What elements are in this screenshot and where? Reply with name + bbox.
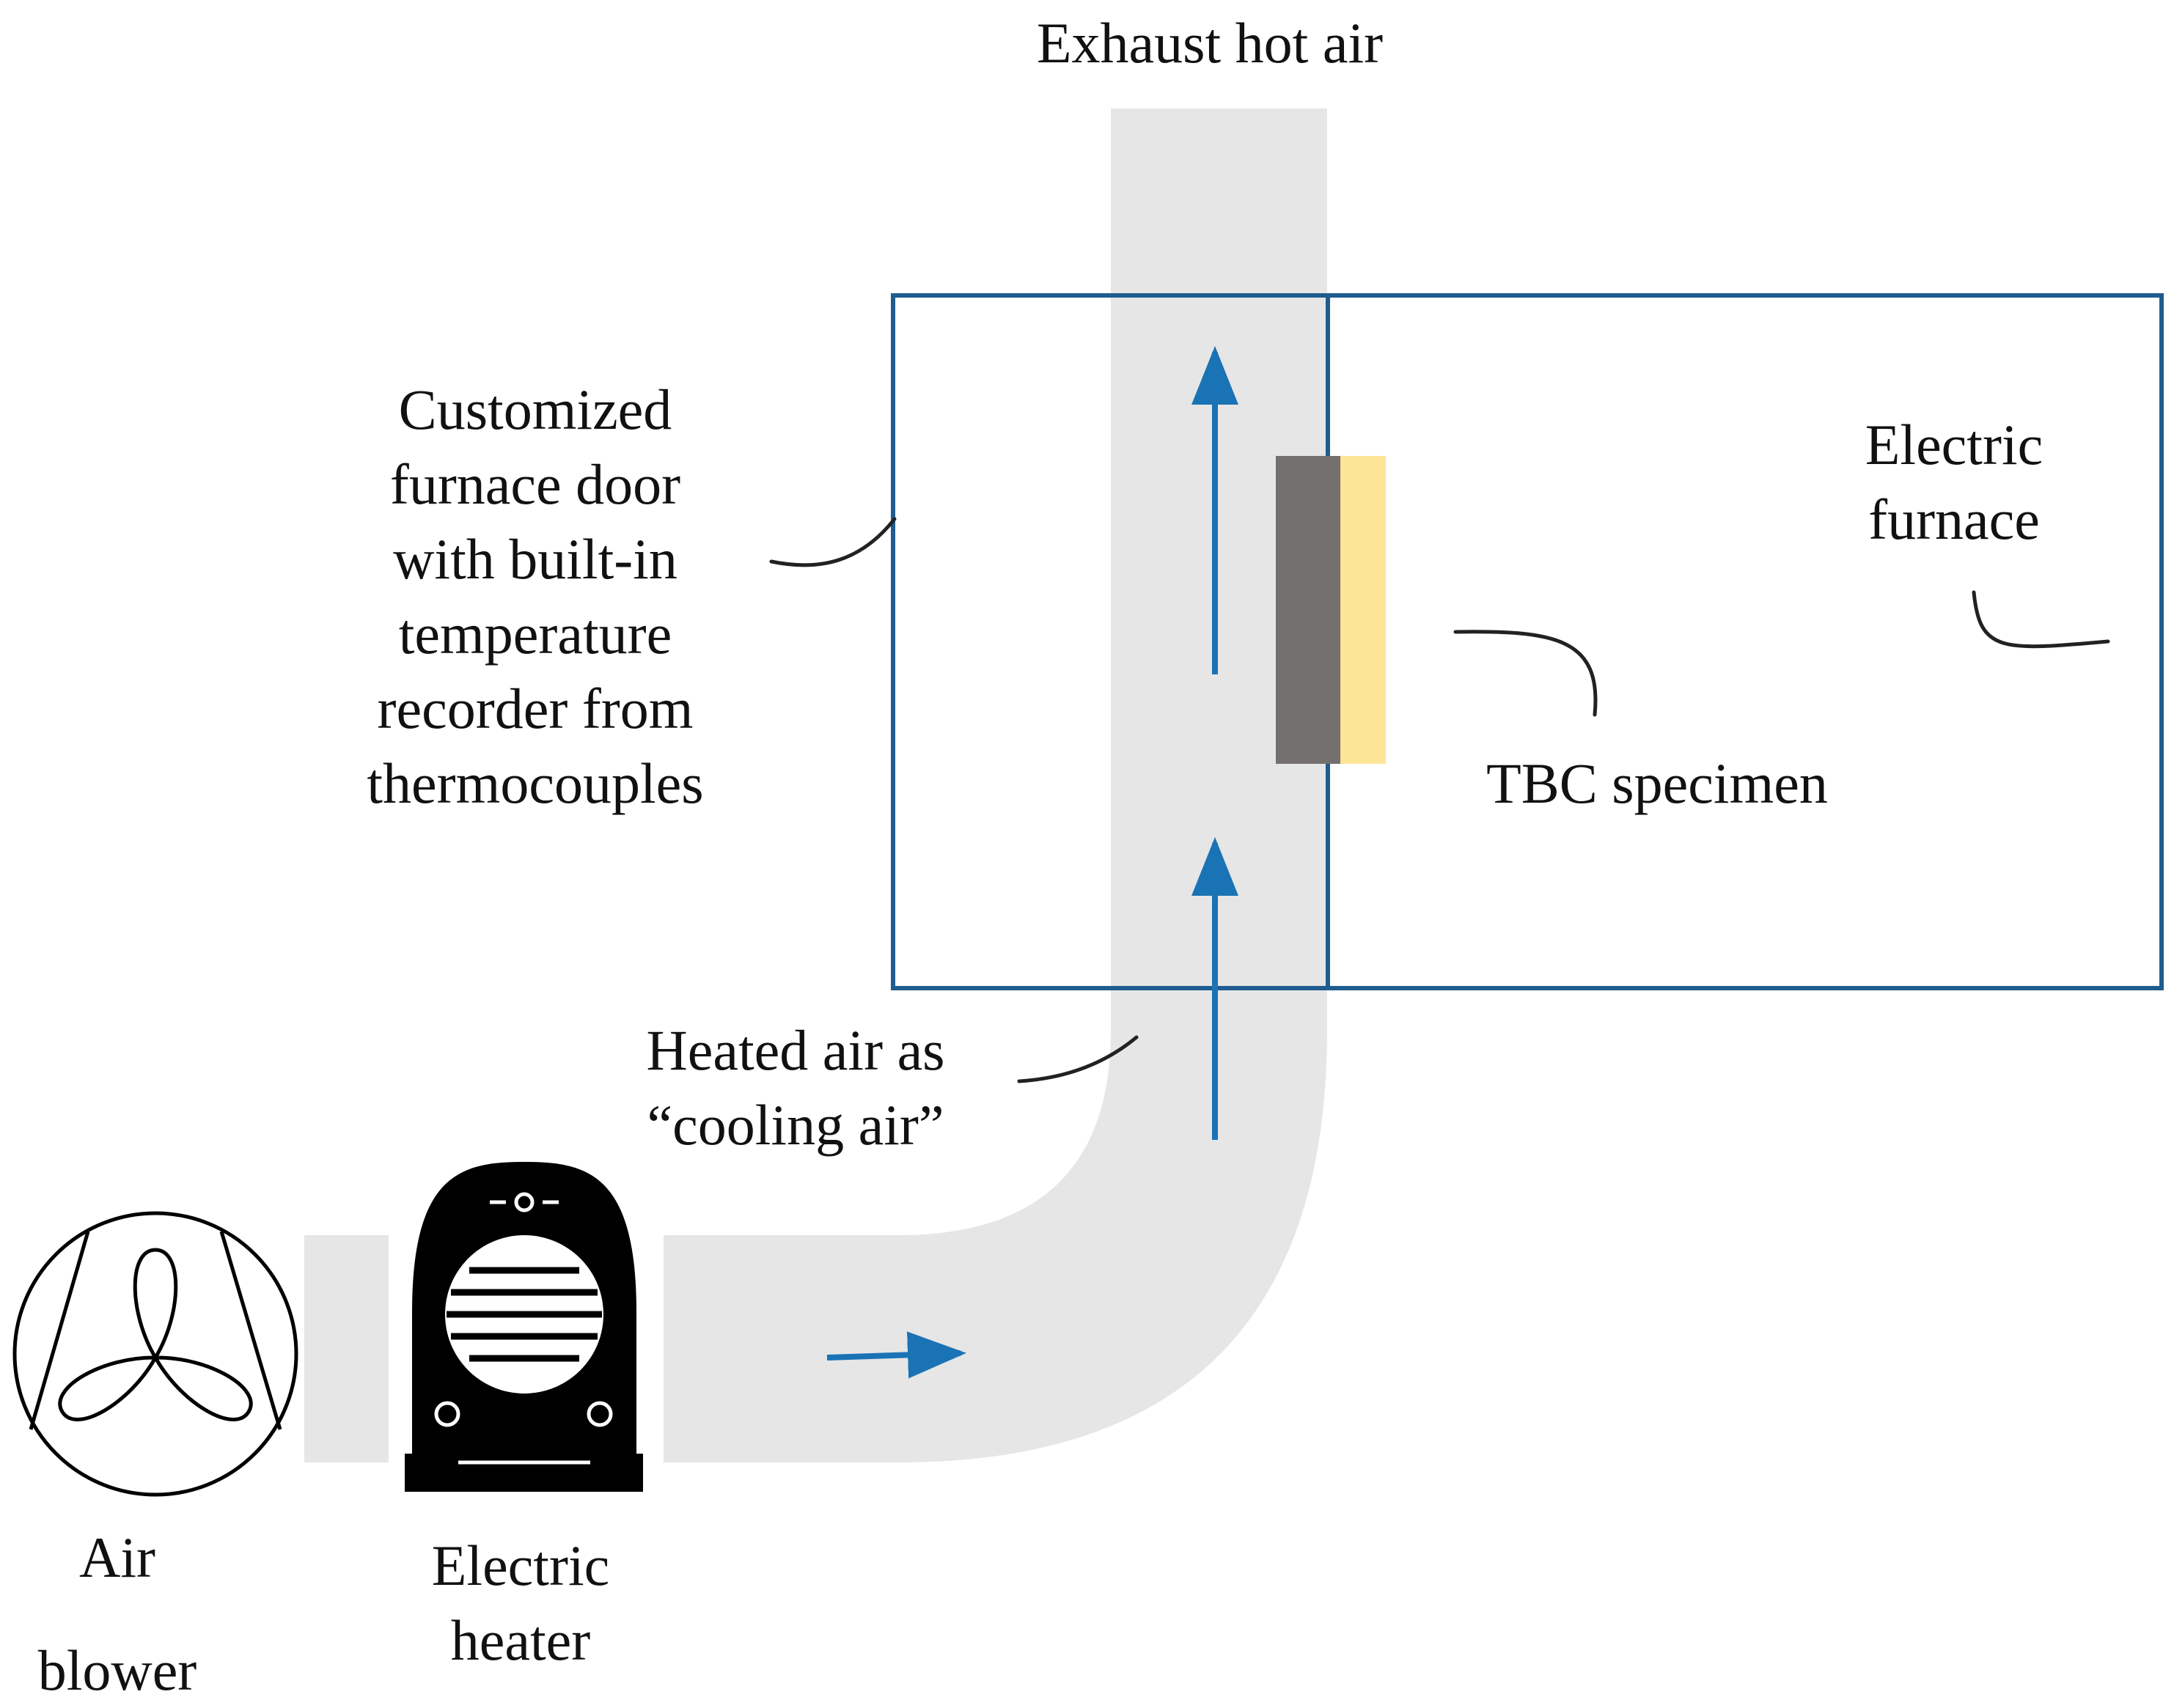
door-leader-line — [769, 517, 897, 567]
fan-blade-top — [133, 1248, 178, 1361]
space-heater-icon — [405, 1162, 643, 1492]
specimen-coating — [1340, 456, 1386, 764]
furnace-door-label-line: recorder from — [377, 677, 694, 740]
furnace-door-label-line: furnace door — [389, 452, 681, 516]
fan-blade-right — [152, 1355, 253, 1421]
heated-air-label-line: “cooling air” — [647, 1093, 944, 1157]
furnace-door-label-line: with built-in — [393, 527, 677, 591]
heater-top-knob — [514, 1192, 535, 1212]
electric-heater-label-line: heater — [450, 1608, 591, 1672]
duct-inlet-segment — [304, 1235, 389, 1462]
furnace-door-label: Customized furnace door with built-in te… — [308, 372, 763, 821]
specimen-substrate — [1276, 456, 1340, 764]
exhaust-label: Exhaust hot air — [1036, 11, 1384, 75]
heater-base — [405, 1454, 643, 1492]
fan-housing — [12, 1211, 298, 1497]
electric-furnace-label: Electric furnace — [1796, 408, 2112, 557]
flow-arrow-icon — [826, 1331, 966, 1379]
electric-furnace-label-line: Electric — [1865, 413, 2043, 476]
tbc-specimen-label: TBC specimen — [1486, 751, 1828, 815]
furnace-door-label-line: Customized — [398, 378, 672, 441]
furnace-door-label-line: temperature — [398, 602, 672, 666]
electric-furnace-outline — [1326, 293, 2164, 990]
heater-knob-right — [587, 1401, 613, 1427]
tbc-specimen — [1276, 456, 1386, 764]
heater-grille-bars — [447, 1267, 602, 1362]
air-blower-label: blower — [37, 1638, 197, 1702]
fan-icon — [12, 1211, 298, 1497]
furnace-leader-line — [1972, 590, 2110, 649]
specimen-leader-line — [1453, 630, 1598, 717]
heated-air-label-line: Heated air as — [646, 1018, 945, 1082]
furnace-door-label-line: thermocouples — [367, 751, 704, 815]
heated-air-label: Heated air as “cooling air” — [612, 1013, 979, 1163]
electric-furnace-label-line: furnace — [1868, 487, 2040, 551]
fan-blade-left — [58, 1355, 159, 1421]
fan-stand-left — [29, 1231, 90, 1430]
air-duct — [304, 108, 1327, 1462]
air-blower-label: Air — [79, 1525, 155, 1589]
heater-knob-left — [434, 1401, 460, 1427]
electric-heater-label: Electric heater — [381, 1528, 660, 1678]
fan-stand-right — [219, 1231, 282, 1430]
heated-air-leader-line — [1017, 1035, 1139, 1083]
duct-elbow — [664, 108, 1327, 1462]
electric-heater-label-line: Electric — [431, 1534, 610, 1597]
